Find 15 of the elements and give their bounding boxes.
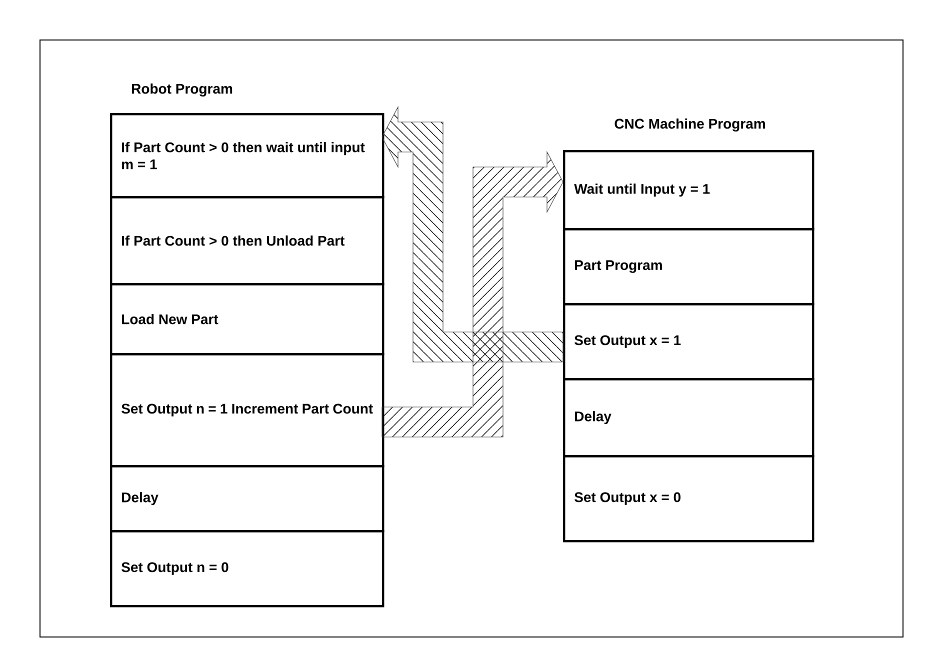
step-box: Delay [110,465,384,532]
step-box: Delay [563,378,814,458]
step-box: Set Output x = 1 [563,303,814,380]
column-title: Robot Program [132,83,232,97]
hatched-arrow [382,150,564,438]
hatched-arrow [382,106,564,362]
step-box: If Part Count > 0 then wait until input m = 1 [110,113,384,198]
step-box: Load New Part [110,283,384,356]
step-box: Wait until Input y = 1 [563,150,814,230]
column-title: CNC Machine Program [614,118,765,132]
step-box: Part Program [563,228,814,306]
step-box: Set Output x = 0 [563,455,814,542]
step-box: If Part Count > 0 then Unload Part [110,196,384,286]
step-box: Set Output n = 0 [110,530,384,608]
step-box: Set Output n = 1 Increment Part Count [110,353,384,468]
